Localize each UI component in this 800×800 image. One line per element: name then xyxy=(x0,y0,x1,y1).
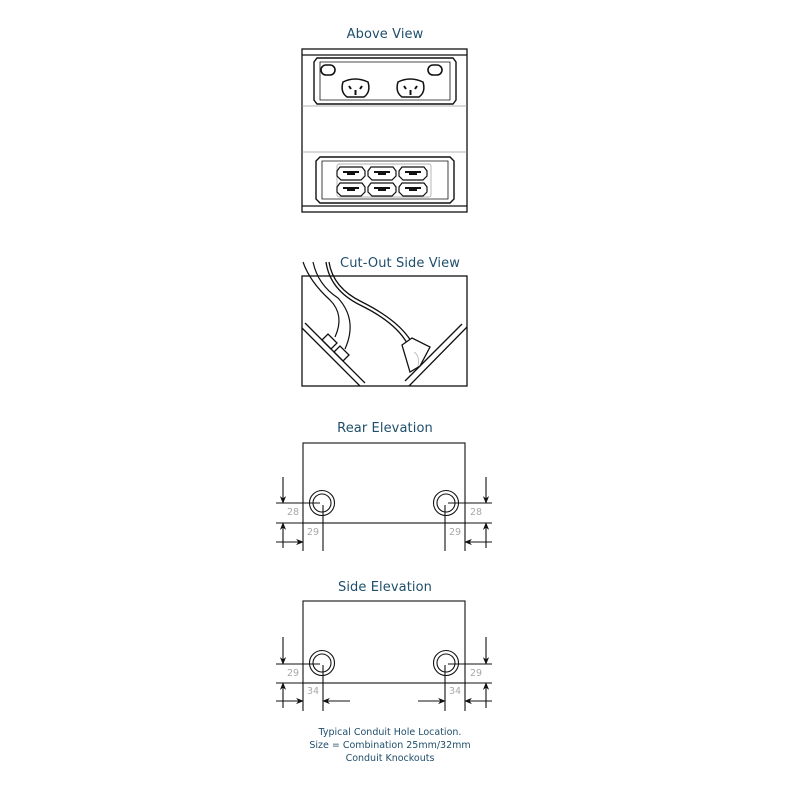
data-port-plate xyxy=(315,156,455,204)
power-outlet-icon xyxy=(396,78,425,98)
side-elevation-title: Side Elevation xyxy=(337,580,433,595)
side-right-horizontal-dim: 34 xyxy=(448,686,462,697)
above-view-drawing xyxy=(301,48,468,213)
cutout-side-view-title: Cut-Out Side View xyxy=(340,256,460,271)
side-right-vertical-dim: 29 xyxy=(469,668,483,679)
power-outlet-icon xyxy=(341,78,370,98)
above-view-title: Above View xyxy=(346,27,424,42)
side-left-vertical-dim: 29 xyxy=(286,668,300,679)
note-line-2: Size = Combination 25mm/32mm xyxy=(309,740,471,751)
note-line-1: Typical Conduit Hole Location. xyxy=(318,727,462,738)
cutout-side-view-drawing xyxy=(301,261,468,387)
rear-right-vertical-dim: 28 xyxy=(469,507,483,518)
rear-left-horizontal-dim: 29 xyxy=(306,527,320,538)
rear-elevation-title: Rear Elevation xyxy=(337,421,433,436)
rj45-port-icon xyxy=(336,166,366,181)
note-line-3: Conduit Knockouts xyxy=(345,753,435,764)
rear-elevation-drawing xyxy=(276,442,492,551)
rear-right-horizontal-dim: 29 xyxy=(448,527,462,538)
power-outlet-plate xyxy=(313,57,457,105)
rear-left-vertical-dim: 28 xyxy=(286,507,300,518)
side-elevation-drawing xyxy=(276,600,492,711)
conduit-note: Typical Conduit Hole Location. Size = Co… xyxy=(280,726,500,765)
side-left-horizontal-dim: 34 xyxy=(306,686,320,697)
